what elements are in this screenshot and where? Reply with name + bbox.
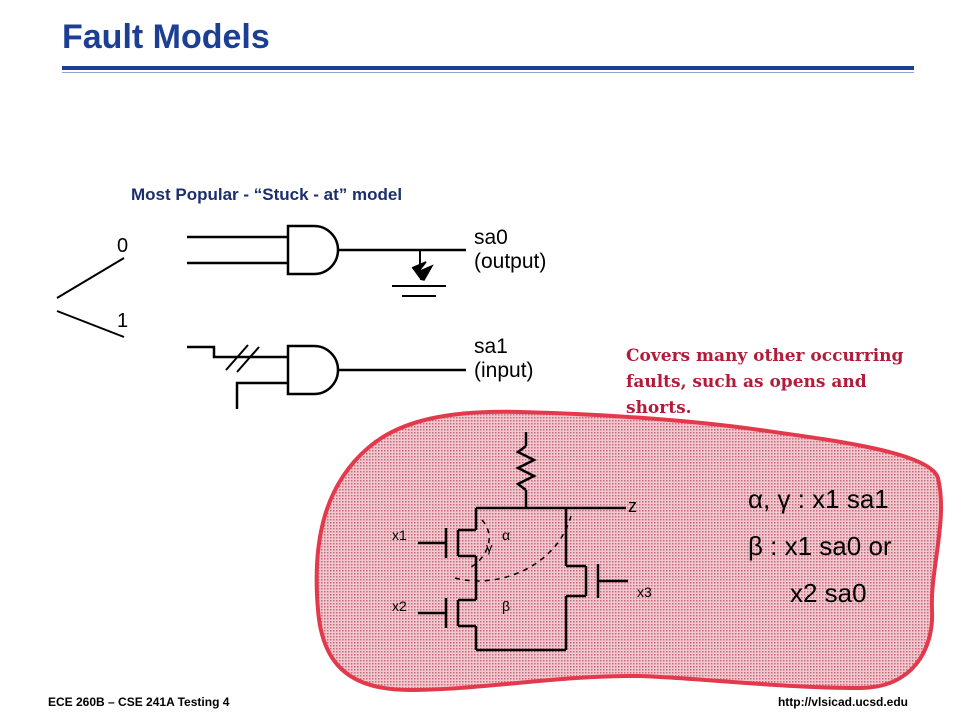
note-text: Covers many other occurring faults, such… — [626, 346, 904, 418]
input-x3-label: x3 — [637, 584, 652, 600]
fault-beta-mark: β — [502, 598, 510, 614]
and-gate-sa0 — [187, 224, 466, 276]
fault-dashed-lines — [454, 511, 573, 582]
legend-line-1: α, γ : x1 sa1 — [748, 484, 889, 514]
slide-title: Fault Models — [62, 18, 270, 56]
sa1-label: sa1 — [474, 335, 508, 358]
sa0-label: sa0 — [474, 226, 508, 249]
and-gate-sa1 — [187, 344, 466, 409]
legend-line-3: x2 sa0 — [790, 578, 867, 608]
branch-zero-line — [56, 257, 125, 299]
title-underline — [62, 66, 914, 70]
input-x1-label: x1 — [392, 527, 407, 543]
fault-gamma-mark: γ — [486, 540, 493, 555]
sa0-desc: (output) — [474, 250, 546, 273]
logic-zero-label: 0 — [117, 235, 128, 257]
footer-url: http://vlsicad.ucsd.edu — [777, 695, 908, 709]
pulldown-circuit — [418, 432, 628, 652]
ground-fault-icon — [392, 250, 446, 297]
sa1-desc: (input) — [474, 359, 534, 382]
fault-region-blob — [314, 409, 943, 693]
input-x2-label: x2 — [392, 598, 407, 614]
branch-one-line — [56, 310, 125, 338]
node-z-label: z — [628, 496, 637, 516]
slide-subtitle: Most Popular - “Stuck - at” model — [131, 185, 403, 204]
title-underline-thin — [62, 72, 914, 73]
legend-line-2: β : x1 sa0 or — [748, 531, 892, 561]
logic-one-label: 1 — [117, 310, 128, 332]
footer-course: ECE 260B – CSE 241A Testing 4 — [48, 695, 230, 709]
fault-alpha-mark: α — [502, 527, 510, 543]
